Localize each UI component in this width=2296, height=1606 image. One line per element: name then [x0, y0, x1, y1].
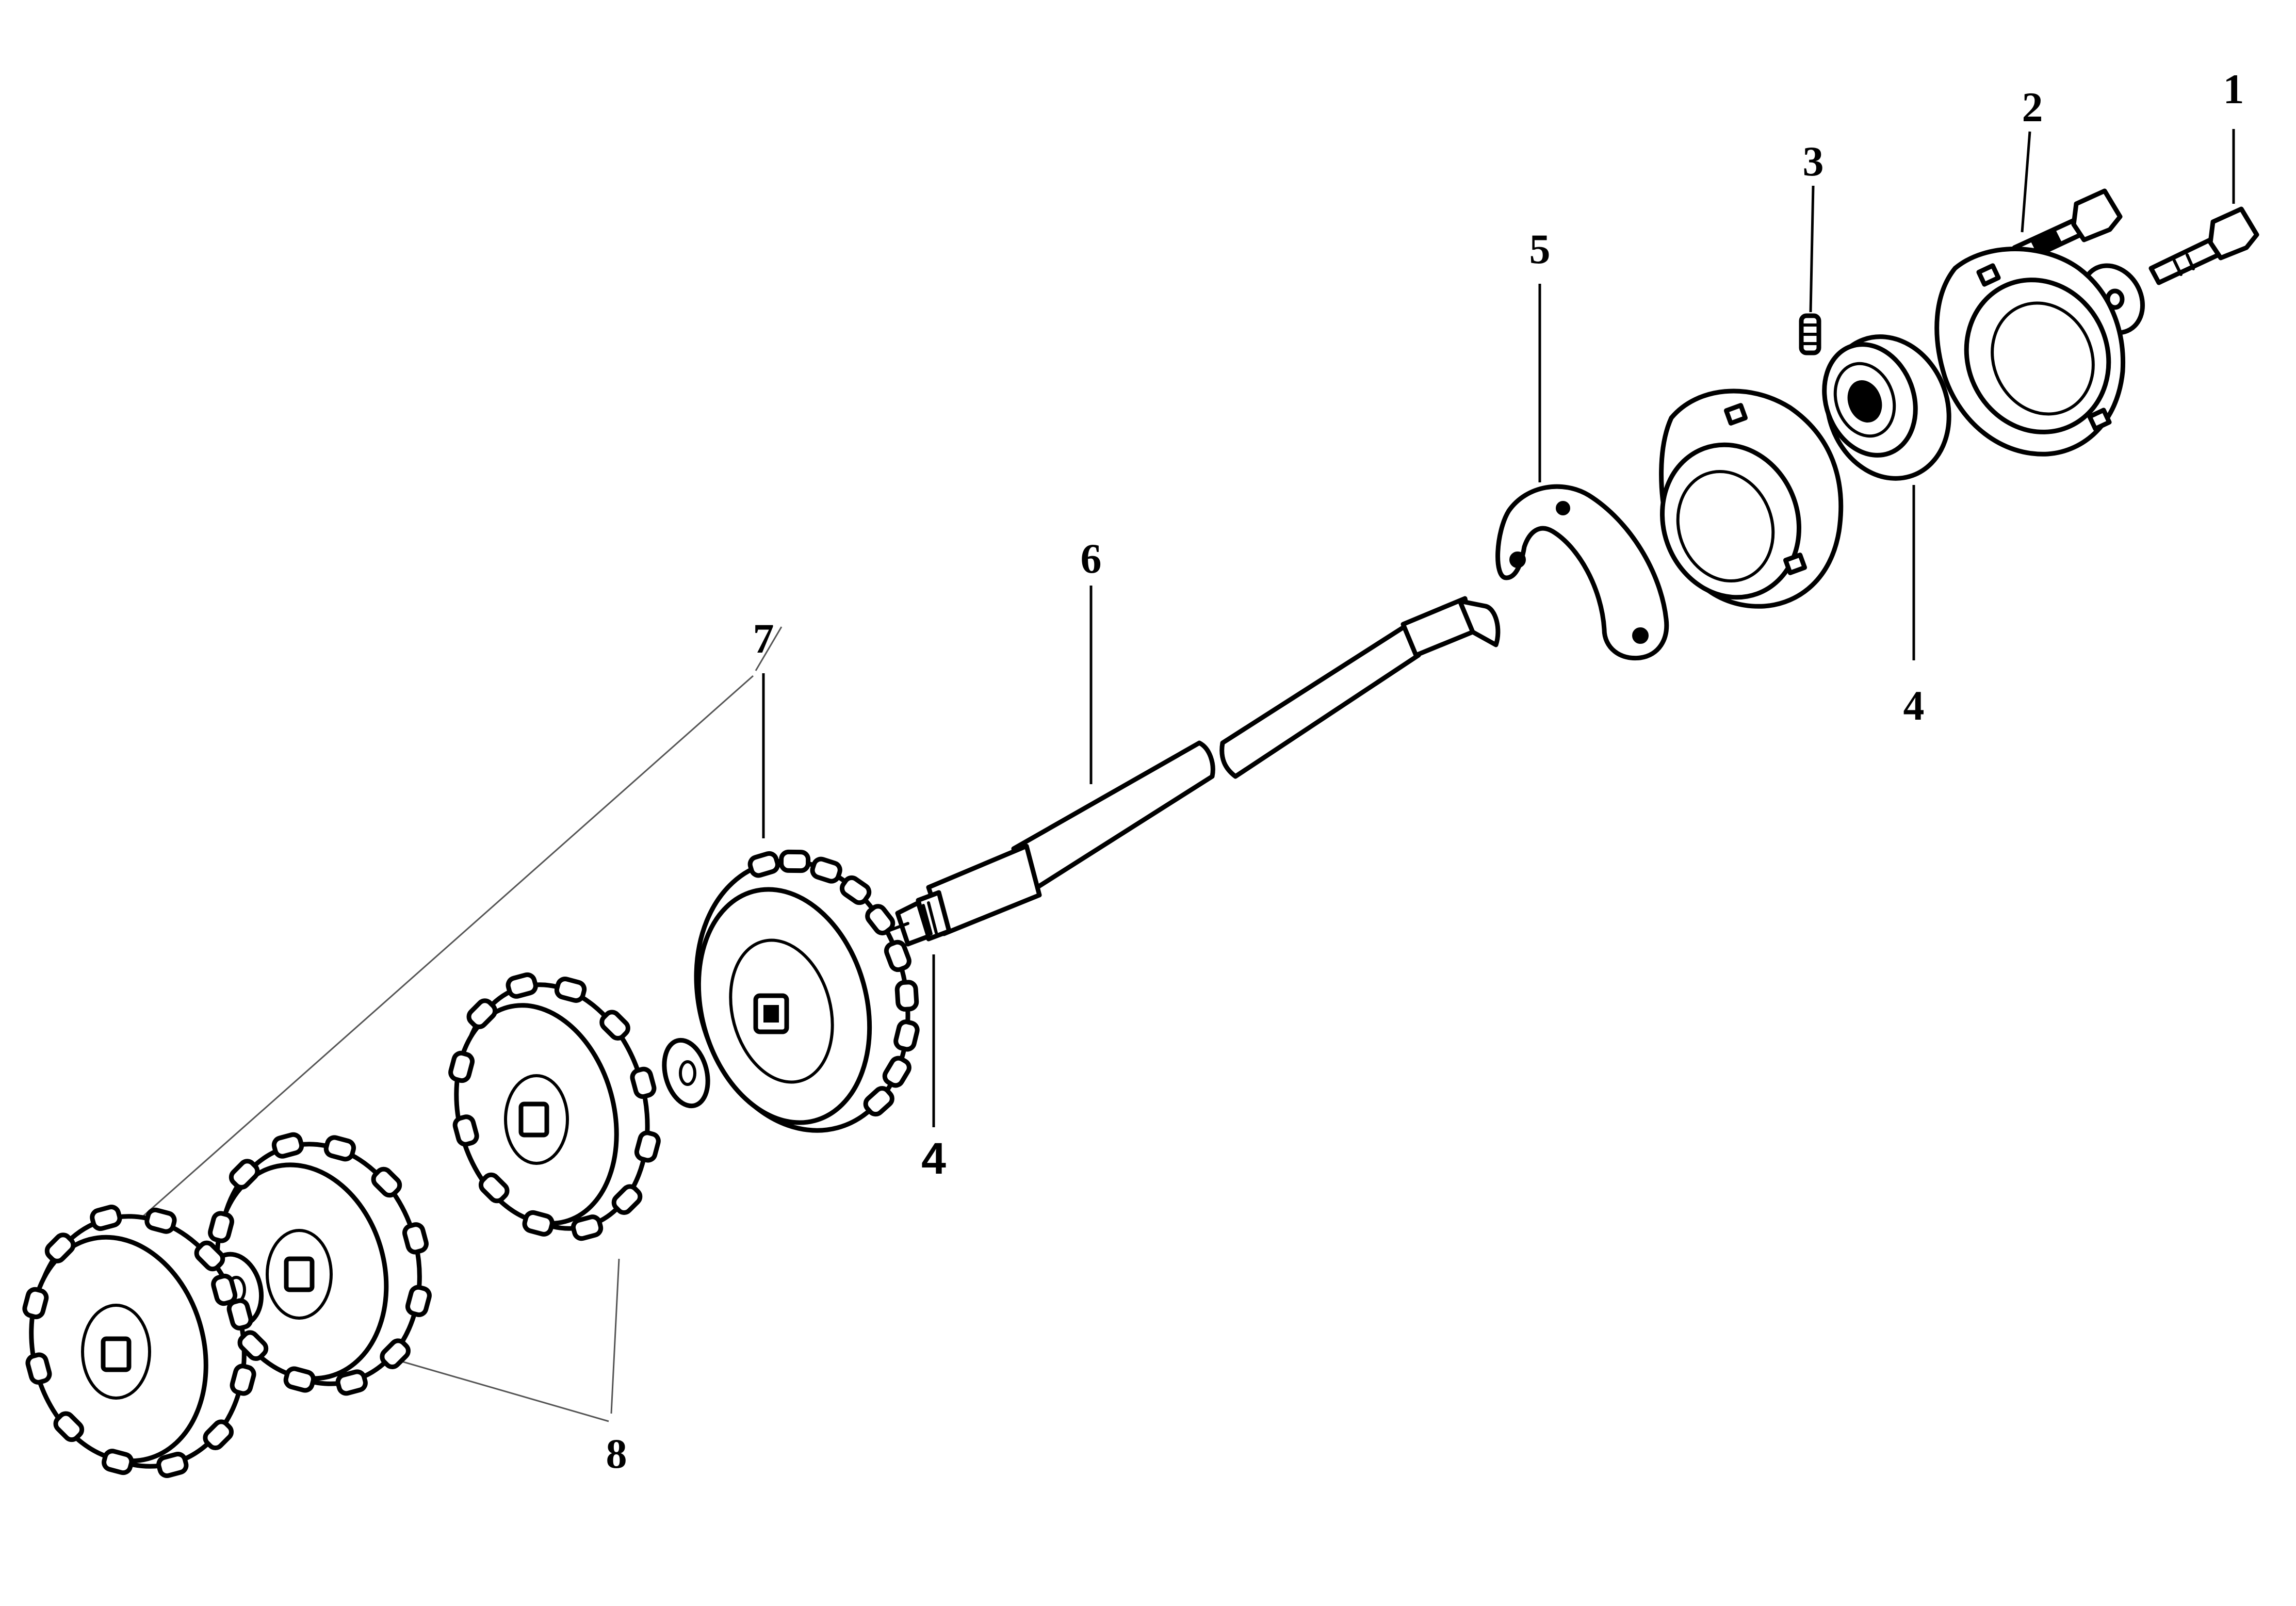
leader-7-tick: [755, 626, 783, 671]
tooth-far-left-10: [144, 1207, 177, 1234]
tooth-far-left-6: [25, 1352, 52, 1385]
shaft-6: [886, 596, 1501, 947]
tooth-center-6: [452, 1114, 479, 1147]
sprocket-wheel-far-left: [29, 1214, 247, 1469]
tooth-pulley-8: [882, 1056, 911, 1088]
callout-4-right: 4: [1903, 682, 1925, 729]
tooth-center-11: [599, 1010, 630, 1041]
tooth-center-8: [466, 998, 498, 1029]
tooth-center-9: [506, 972, 538, 999]
tooth-pulley-5: [884, 939, 911, 972]
tooth-far-left-8: [44, 1232, 76, 1263]
tooth-far-left-7: [22, 1287, 49, 1320]
leader-8-left: [394, 1358, 609, 1422]
bolt-1: [2148, 206, 2259, 285]
c-retainer-5: [1495, 484, 1669, 661]
callout-8: 8: [606, 1430, 627, 1477]
leader-3: [1809, 185, 1815, 313]
tooth-pulley-0: [747, 851, 780, 878]
callout-5: 5: [1529, 225, 1551, 272]
tooth-pulley-1: [779, 849, 811, 873]
sprocket-wheel-center: [454, 982, 650, 1231]
tooth-left-1: [405, 1285, 432, 1317]
tooth-left-10: [323, 1135, 356, 1162]
tooth-center-3: [571, 1214, 604, 1241]
callouts: 1 2 3 4 4 5 6 7 8: [606, 66, 2244, 1477]
tooth-left-9: [271, 1132, 304, 1159]
callout-6: 6: [1081, 535, 1102, 582]
tooth-far-left-0: [226, 1298, 253, 1331]
callout-1: 1: [2223, 66, 2244, 112]
bearing-insert: [1822, 334, 1951, 481]
tooth-far-left-5: [53, 1411, 85, 1442]
tooth-left-7: [208, 1211, 234, 1243]
callout-4-left: 4: [921, 1134, 946, 1183]
tooth-center-5: [478, 1172, 510, 1204]
leader-2: [2021, 131, 2031, 233]
tooth-left-8: [229, 1159, 260, 1190]
washer-center: [662, 1037, 710, 1109]
tooth-center-0: [630, 1066, 657, 1099]
flange-housing-right: [1934, 247, 2126, 457]
tooth-center-7: [448, 1050, 475, 1083]
sprocket-wheel-left: [215, 1142, 422, 1386]
leader-8-right: [610, 1258, 620, 1414]
leader-lines: [121, 129, 2235, 1422]
tooth-far-left-2: [203, 1419, 234, 1451]
tooth-pulley-3: [839, 875, 872, 905]
tooth-left-6: [211, 1273, 238, 1306]
tooth-left-3: [335, 1369, 368, 1396]
tooth-far-left-3: [156, 1452, 189, 1478]
sprocket-teeth: [22, 849, 920, 1478]
callout-3: 3: [1803, 138, 1824, 185]
tooth-pulley-7: [893, 1019, 920, 1052]
tooth-left-11: [371, 1166, 402, 1198]
flange-housing-inner: [1659, 388, 1844, 609]
tooth-pulley-2: [810, 856, 842, 884]
tooth-far-left-11: [194, 1240, 225, 1272]
tooth-center-1: [634, 1130, 661, 1163]
callout-2: 2: [2022, 84, 2043, 131]
tooth-pulley-9: [863, 1086, 894, 1117]
tooth-center-10: [554, 977, 587, 1003]
set-screw-3: [1799, 313, 1821, 355]
tooth-far-left-9: [90, 1205, 122, 1231]
leader-7-diagonal: [121, 675, 754, 1237]
callout-7: 7: [753, 615, 774, 662]
tooth-left-5: [237, 1330, 269, 1361]
tooth-center-2: [611, 1184, 643, 1215]
tooth-left-4: [283, 1366, 316, 1393]
tooth-left-0: [402, 1222, 429, 1255]
tooth-center-4: [522, 1210, 555, 1237]
tooth-far-left-1: [230, 1364, 256, 1396]
tooth-pulley-4: [865, 904, 895, 936]
tooth-pulley-6: [894, 980, 919, 1012]
tooth-left-2: [380, 1338, 411, 1369]
tooth-far-left-4: [102, 1449, 134, 1475]
